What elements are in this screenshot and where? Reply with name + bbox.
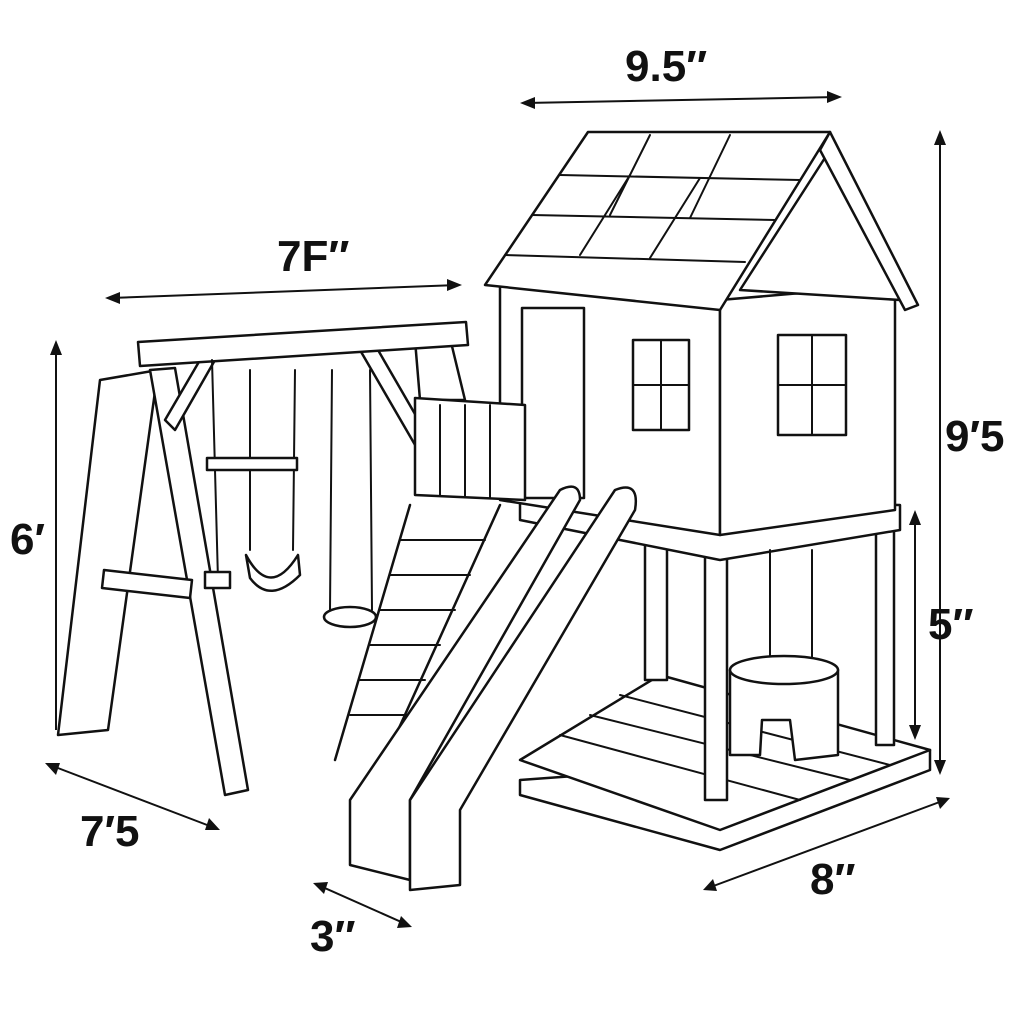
- slide-width-label: 3″: [310, 912, 356, 961]
- swing-seats: [203, 359, 378, 629]
- roof-shingles: [504, 134, 801, 263]
- tire-swing-seat: [728, 549, 840, 762]
- slide: [348, 485, 638, 892]
- dimension-arrows: [45, 91, 950, 928]
- swing-height-label: 6′: [10, 515, 46, 564]
- swing-beam-width-label: 7F″: [277, 232, 350, 281]
- base-depth-label: 8″: [810, 855, 856, 904]
- windows: [631, 333, 848, 437]
- swing-depth-label: 7′5: [80, 807, 140, 856]
- roof-width-label: 9.5″: [625, 42, 708, 91]
- total-height-label: 9′5: [945, 412, 1005, 461]
- ladder: [333, 503, 502, 772]
- deck-height-label: 5″: [928, 600, 974, 649]
- swing-set: [56, 320, 470, 797]
